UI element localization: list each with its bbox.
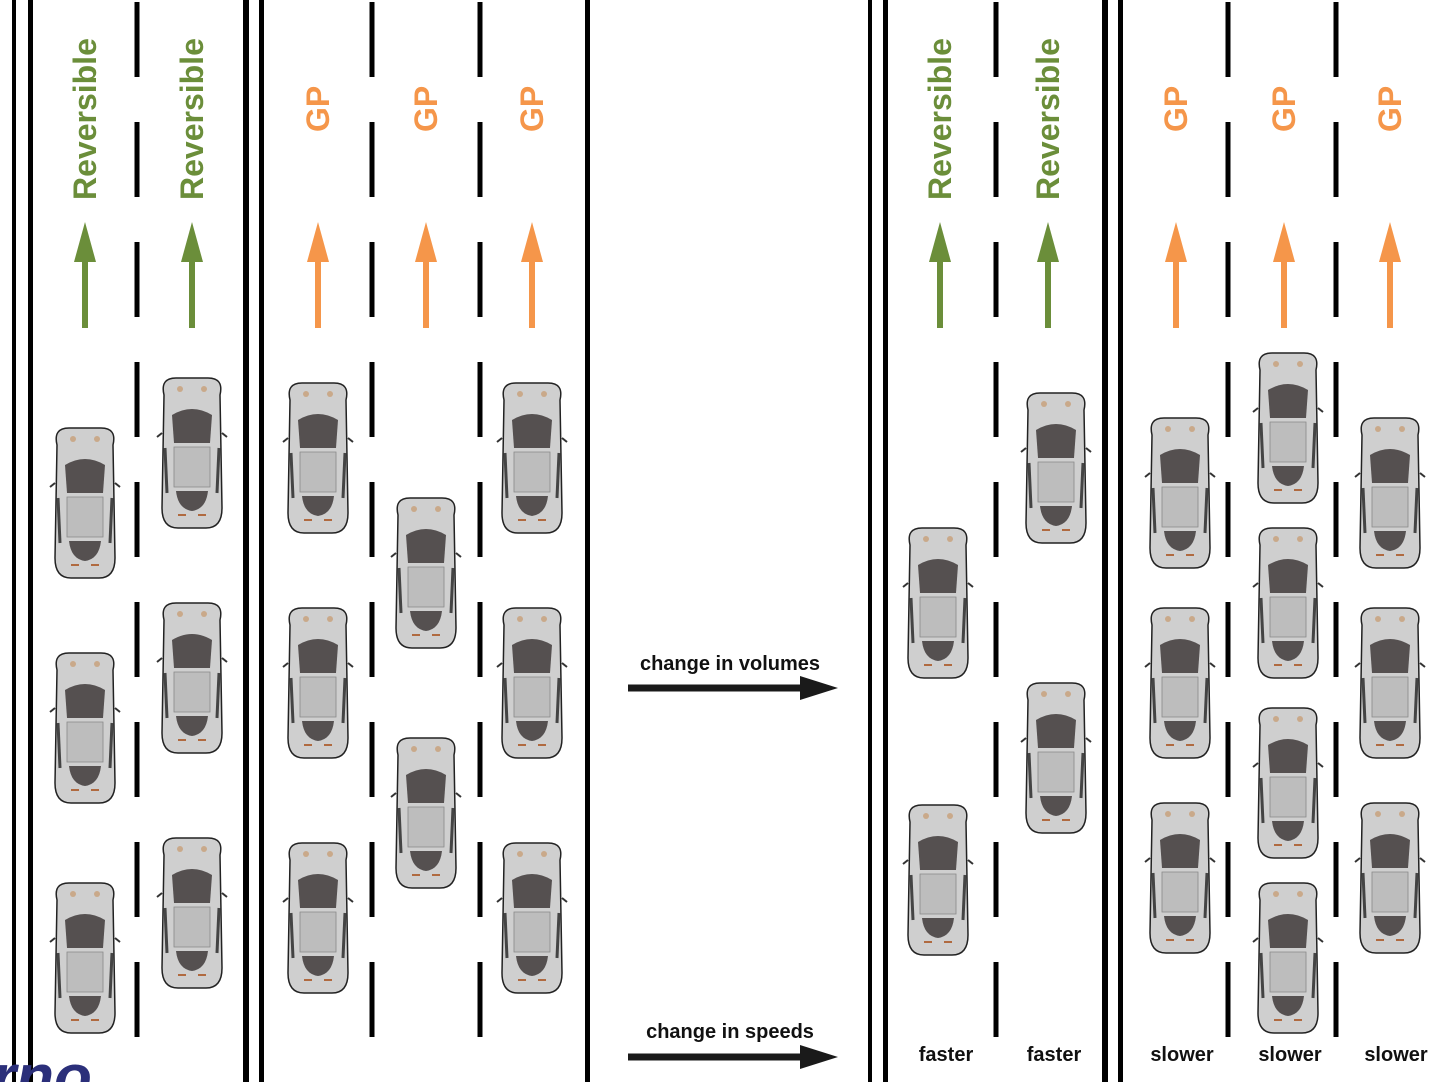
before-right-edge-line bbox=[585, 0, 590, 1082]
after-direction-arrow-head bbox=[929, 222, 951, 262]
after-direction-arrow-head bbox=[1273, 222, 1295, 262]
car bbox=[1143, 606, 1217, 760]
volumes-arrow-head bbox=[800, 676, 838, 700]
before-lane-label-gp: GP bbox=[514, 86, 550, 132]
car bbox=[1019, 391, 1093, 545]
change-in-speeds-group: change in speeds bbox=[628, 1021, 838, 1069]
car bbox=[281, 841, 355, 995]
car bbox=[48, 426, 122, 580]
before-direction-arrow-head bbox=[415, 222, 437, 262]
after-lane-label-gp: GP bbox=[1266, 86, 1302, 132]
change-in-volumes-group: change in volumes bbox=[628, 653, 838, 700]
before-lane-label-reversible: Reversible bbox=[67, 38, 103, 200]
before-left-edge-line bbox=[12, 0, 16, 1082]
car bbox=[495, 606, 569, 760]
after-speed-label: slower bbox=[1150, 1044, 1214, 1066]
speeds-arrow-head bbox=[800, 1045, 838, 1069]
car bbox=[389, 736, 463, 890]
after-speed-label: slower bbox=[1258, 1044, 1322, 1066]
label-layer: Reversible Reversible GP GP GP Reversible Reve… bbox=[67, 38, 1428, 1066]
car-layer bbox=[48, 351, 1427, 1035]
before-direction-arrow-head bbox=[307, 222, 329, 262]
after-left-edge-line-2 bbox=[883, 0, 888, 1082]
car bbox=[48, 881, 122, 1035]
after-lane-label-reversible: Reversible bbox=[1030, 38, 1066, 200]
before-lane-label-gp: GP bbox=[408, 86, 444, 132]
car bbox=[155, 836, 229, 990]
car bbox=[1251, 526, 1325, 680]
after-direction-arrow-head bbox=[1037, 222, 1059, 262]
after-direction-arrow-head bbox=[1165, 222, 1187, 262]
before-direction-arrow-head bbox=[74, 222, 96, 262]
after-median-line bbox=[1102, 0, 1108, 1082]
car bbox=[1251, 351, 1325, 505]
after-lane-label-reversible: Reversible bbox=[922, 38, 958, 200]
after-left-edge-line bbox=[868, 0, 872, 1082]
after-speed-label: faster bbox=[1027, 1044, 1082, 1066]
car bbox=[281, 606, 355, 760]
before-median-line bbox=[243, 0, 249, 1082]
car bbox=[495, 841, 569, 995]
change-in-volumes-label: change in volumes bbox=[640, 653, 820, 675]
before-lane-label-reversible: Reversible bbox=[174, 38, 210, 200]
after-speed-label: faster bbox=[919, 1044, 974, 1066]
car bbox=[1353, 801, 1427, 955]
car bbox=[48, 651, 122, 805]
car bbox=[901, 803, 975, 957]
after-median-line-2 bbox=[1118, 0, 1123, 1082]
car bbox=[901, 526, 975, 680]
before-direction-arrow-head bbox=[521, 222, 543, 262]
after-speed-label: slower bbox=[1364, 1044, 1428, 1066]
car bbox=[1143, 801, 1217, 955]
car bbox=[281, 381, 355, 535]
car bbox=[1251, 881, 1325, 1035]
logo-fragment: rno bbox=[0, 1043, 92, 1082]
car bbox=[155, 601, 229, 755]
before-median-line-2 bbox=[259, 0, 264, 1082]
after-lane-label-gp: GP bbox=[1158, 86, 1194, 132]
car bbox=[1143, 416, 1217, 570]
car bbox=[1353, 606, 1427, 760]
car bbox=[155, 376, 229, 530]
car bbox=[495, 381, 569, 535]
change-in-speeds-label: change in speeds bbox=[646, 1021, 814, 1043]
car bbox=[389, 496, 463, 650]
before-lane-label-gp: GP bbox=[300, 86, 336, 132]
car bbox=[1353, 416, 1427, 570]
car bbox=[1019, 681, 1093, 835]
car bbox=[1251, 706, 1325, 860]
before-direction-arrow-head bbox=[181, 222, 203, 262]
after-direction-arrow-head bbox=[1379, 222, 1401, 262]
road-markings bbox=[12, 0, 1339, 1082]
after-lane-label-gp: GP bbox=[1372, 86, 1408, 132]
before-left-edge-line-2 bbox=[28, 0, 33, 1082]
